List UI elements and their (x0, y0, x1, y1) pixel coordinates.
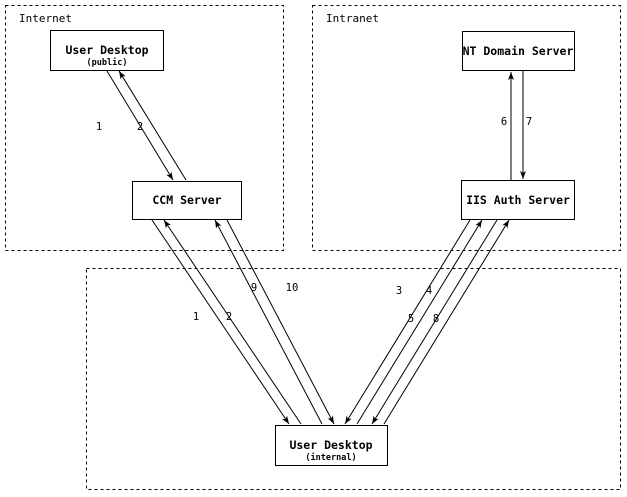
node-title: IIS Auth Server (466, 193, 570, 207)
step-label-2-public: 2 (137, 121, 143, 133)
step-label-8: 8 (433, 313, 439, 325)
node-title: NT Domain Server (463, 44, 574, 58)
flow-public-desktop-ccm (106, 70, 187, 181)
flow-line-step-2-public (118, 70, 187, 181)
step-label-6: 6 (501, 116, 507, 128)
flow-line-step-4 (356, 219, 483, 425)
node-user-desktop-public[interactable]: User Desktop (public) (49, 29, 165, 72)
node-iis-auth-server[interactable]: IIS Auth Server (460, 179, 576, 221)
step-label-1-internal: 1 (193, 311, 199, 323)
zone-boundaries (5, 5, 621, 490)
node-box[interactable] (131, 180, 243, 221)
zone-lan-border (86, 268, 621, 490)
node-subtitle: (internal) (305, 452, 356, 463)
flow-line-step-3 (344, 219, 471, 425)
zone-label-intranet: Intranet (326, 12, 379, 25)
node-title: CCM Server (152, 193, 221, 207)
flow-line-step-8 (383, 219, 510, 425)
node-nt-domain-server[interactable]: NT Domain Server (461, 30, 576, 72)
step-label-2-internal: 2 (226, 311, 232, 323)
node-title: User Desktop (289, 438, 372, 452)
flow-ccm-internal-left (151, 219, 302, 425)
step-label-10: 10 (286, 282, 299, 294)
flow-line-step-2-internal (163, 219, 302, 425)
node-box[interactable] (49, 29, 165, 72)
flow-iis-nt-domain (508, 71, 526, 180)
step-label-1-public: 1 (96, 121, 102, 133)
step-label-5: 5 (408, 313, 414, 325)
step-labels: 1 2 1 2 9 10 3 4 5 8 6 7 (96, 116, 532, 325)
flow-line-step-5 (371, 219, 498, 425)
flow-line-step-1-public (106, 70, 174, 181)
flow-iis-internal-inner (371, 219, 510, 425)
flow-ccm-internal-right (214, 219, 335, 425)
node-title: User Desktop (65, 43, 148, 57)
step-label-4: 4 (426, 285, 432, 297)
step-label-9: 9 (251, 282, 257, 294)
step-label-7: 7 (526, 116, 532, 128)
step-label-3: 3 (396, 285, 402, 297)
node-user-desktop-internal[interactable]: User Desktop (internal) (274, 424, 389, 467)
flow-line-step-10 (226, 219, 335, 425)
flow-line-step-9 (214, 219, 323, 425)
node-ccm-server[interactable]: CCM Server (131, 180, 243, 221)
flow-line-step-1-internal (151, 219, 290, 425)
node-box[interactable] (274, 424, 389, 467)
zone-label-internet: Internet (19, 12, 72, 25)
zone-internet-border (5, 5, 284, 251)
node-box[interactable] (461, 30, 576, 72)
flow-iis-internal-outer (344, 219, 483, 425)
node-box[interactable] (460, 179, 576, 221)
node-subtitle: (public) (87, 57, 128, 68)
